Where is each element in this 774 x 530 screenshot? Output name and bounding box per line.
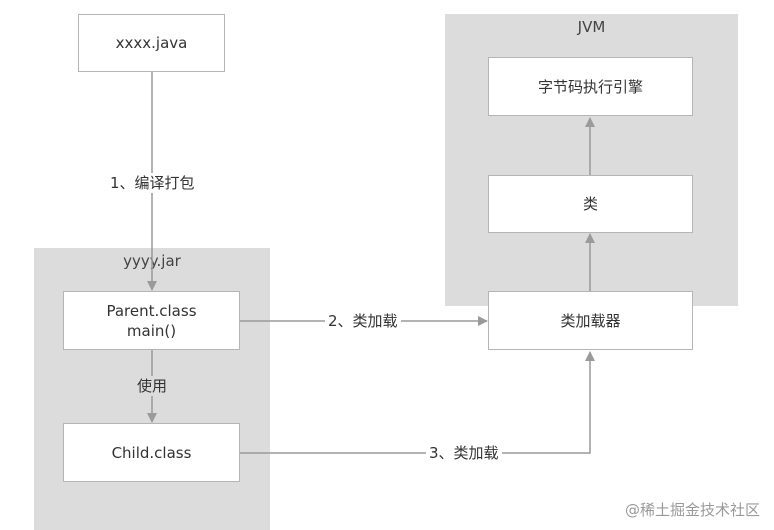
parent-class-label: Parent.class xyxy=(106,301,197,320)
parent-class-node: Parent.class main() xyxy=(63,291,240,350)
jvm-group-label: JVM xyxy=(577,18,606,36)
edge-load-child xyxy=(240,351,595,454)
parent-main-method-label: main() xyxy=(126,321,177,340)
load-child-label: 3、类加载 xyxy=(426,443,502,463)
class-node-label: 类 xyxy=(582,195,598,213)
class-loader-node: 类加载器 xyxy=(488,291,693,350)
bytecode-engine-label: 字节码执行引擎 xyxy=(537,77,643,96)
compile-package-label: 1、编译打包 xyxy=(108,173,197,193)
uses-label: 使用 xyxy=(135,376,170,396)
child-class-label: Child.class xyxy=(111,443,192,462)
watermark: @稀土掘金技术社区 xyxy=(624,501,760,519)
bytecode-engine-node: 字节码执行引擎 xyxy=(488,57,693,116)
class-node: 类 xyxy=(488,175,693,233)
child-class-node: Child.class xyxy=(63,423,240,482)
load-parent-label: 2、类加载 xyxy=(325,311,401,331)
source-file-label: xxxx.java xyxy=(115,34,188,52)
class-loader-label: 类加载器 xyxy=(560,311,621,330)
source-file-node: xxxx.java xyxy=(78,14,225,72)
